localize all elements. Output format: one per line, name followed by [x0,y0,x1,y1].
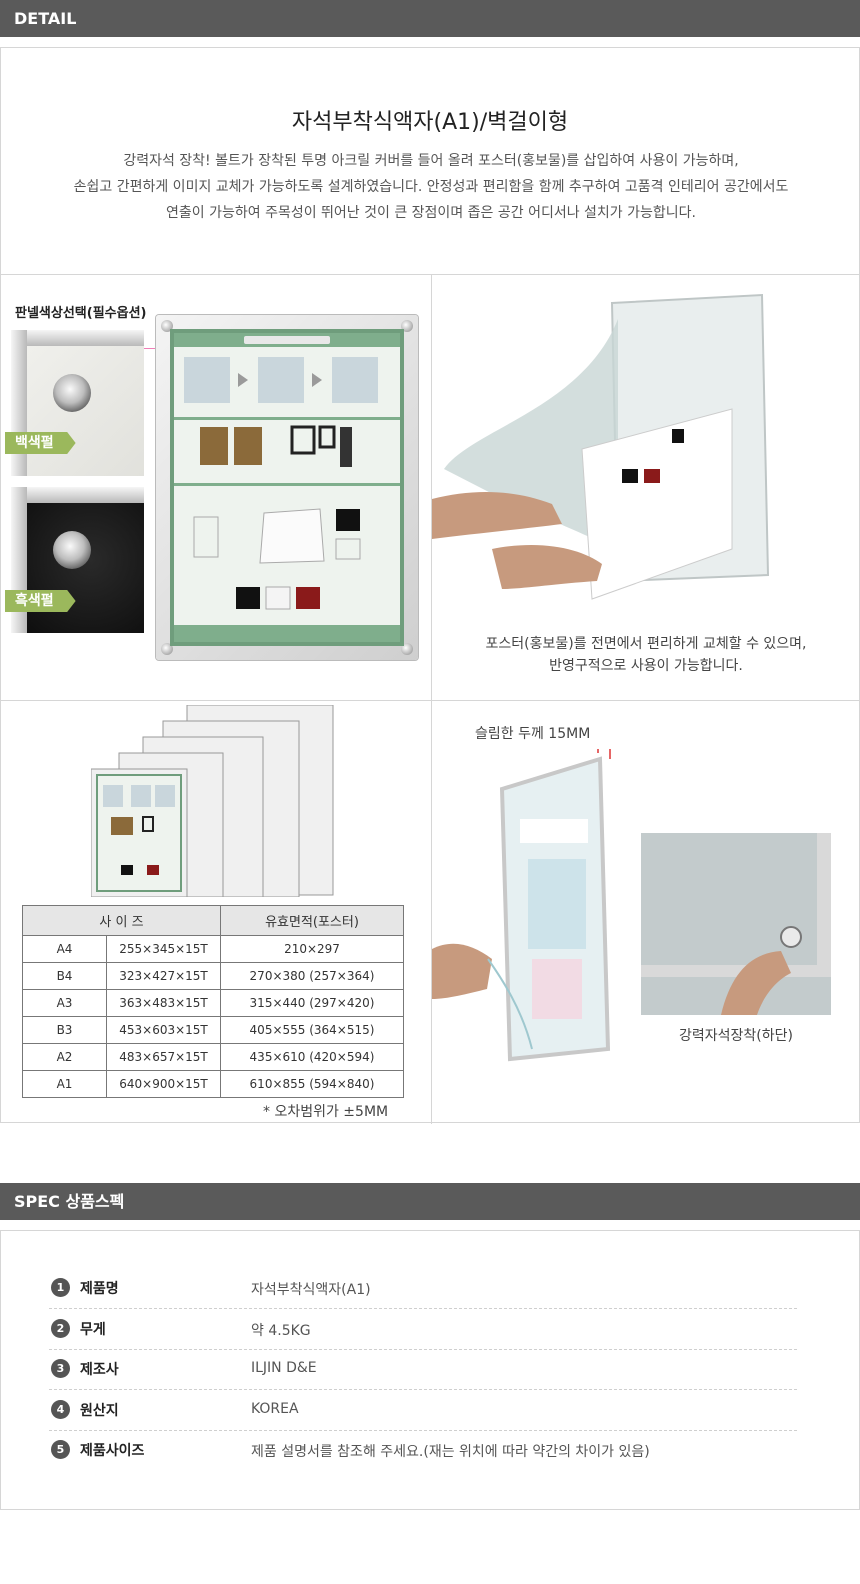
size-area-cell: 610×855 (594×840) [220,1070,404,1098]
size-column-header: 사 이 즈 [22,905,221,936]
description-line: 강력자석 장착! 볼트가 장착된 투명 아크릴 커버를 들어 올려 포스터(홍보… [123,153,739,169]
white-pearl-corner-photo [11,330,144,476]
table-header-row: 사 이 즈 유효면적(포스터) [22,905,404,936]
spec-header-bar: SPEC 상품스펙 [0,1183,860,1220]
spec-row: 4 원산지 KOREA [49,1391,797,1431]
size-area-cell: 210×297 [220,935,404,963]
spec-value: ILJIN D&E [251,1360,317,1376]
spec-label: 무게 [80,1322,106,1338]
white-pearl-tag: 백색펄 [5,432,76,454]
poster-caption: 포스터(홍보물)를 전면에서 편리하게 교체할 수 있으며, 반영구적으로 사용… [432,633,860,677]
tolerance-note: * 오차범위가 ±5MM [263,1104,389,1120]
spec-number-badge: 2 [51,1319,70,1338]
poster-caption-line: 포스터(홍보물)를 전면에서 편리하게 교체할 수 있으며, [485,636,807,652]
detail-grid: 판넬색상선택(필수옵션) 백색펄 흑색펄 [0,274,860,1124]
size-dim-cell: 363×483×15T [106,989,221,1017]
detail-header-bar: DETAIL [0,0,860,37]
spec-row: 1 제품명 자석부착식액자(A1) [49,1269,797,1309]
detail-header-label: DETAIL [14,9,77,28]
size-table: 사 이 즈 유효면적(포스터) A4 255×345×15T 210×297 B… [22,905,404,1098]
poster-caption-line: 반영구적으로 사용이 가능합니다. [549,658,743,674]
slim-thickness-label: 슬림한 두께 15MM [475,726,591,742]
size-name-cell: A1 [22,1070,107,1098]
size-name-cell: B4 [22,962,107,990]
screw-icon [161,643,173,655]
spec-number-badge: 1 [51,1278,70,1297]
table-row: B3 453×603×15T 405×555 (364×515) [22,1016,404,1044]
spec-value: 약 4.5KG [251,1323,311,1339]
spec-row: 5 제품사이즈 제품 설명서를 참조해 주세요.(재는 위치에 따라 약간의 차… [49,1431,797,1471]
spec-label: 제조사 [80,1362,119,1378]
table-row: A4 255×345×15T 210×297 [22,935,404,963]
size-area-cell: 435×610 (420×594) [220,1043,404,1071]
spec-value: KOREA [251,1401,299,1417]
size-dim-cell: 453×603×15T [106,1016,221,1044]
spec-section: 1 제품명 자석부착식액자(A1) 2 무게 약 4.5KG 3 제조사 ILJ… [0,1230,860,1510]
size-area-cell: 315×440 (297×420) [220,989,404,1017]
spec-label: 원산지 [80,1403,119,1419]
intro-section: 자석부착식액자(A1)/벽걸이형 강력자석 장착! 볼트가 장착된 투명 아크릴… [0,47,860,275]
poster-illustration [174,333,400,642]
poster-image [170,329,404,646]
description-line: 연출이 가능하여 주목성이 뛰어난 것이 큰 장점이며 좁은 공간 어디서나 설… [166,205,696,221]
table-row: A2 483×657×15T 435×610 (420×594) [22,1043,404,1071]
spec-row: 3 제조사 ILJIN D&E [49,1350,797,1390]
frame-edge [11,330,144,346]
spec-number-badge: 3 [51,1359,70,1378]
spec-label: 제품명 [80,1281,119,1297]
product-description: 강력자석 장착! 볼트가 장착된 투명 아크릴 커버를 들어 올려 포스터(홍보… [21,148,841,226]
magnet-closeup-photo [641,833,831,1015]
description-line: 손쉽고 간편하게 이미지 교체가 가능하도록 설계하였습니다. 안정성과 편리함… [73,179,789,195]
frame-edge [11,487,144,503]
size-dim-cell: 483×657×15T [106,1043,221,1071]
screw-icon [401,643,413,655]
size-name-cell: A4 [22,935,107,963]
size-name-cell: A3 [22,989,107,1017]
black-pearl-tag: 흑색펄 [5,590,76,612]
area-column-header: 유효면적(포스터) [220,905,404,936]
table-row: A1 640×900×15T 610×855 (594×840) [22,1070,404,1098]
frame-edge [11,330,27,476]
slim-frame-photo [432,749,611,1062]
screw-icon [53,531,91,569]
hands-replacing-poster-photo [432,293,770,600]
stacked-frames-photo [91,705,334,897]
grid-divider-horizontal [1,700,860,701]
size-dim-cell: 255×345×15T [106,935,221,963]
size-name-cell: B3 [22,1016,107,1044]
size-area-cell: 405×555 (364×515) [220,1016,404,1044]
spec-header-label: SPEC 상품스펙 [14,1192,125,1211]
spec-label: 제품사이즈 [80,1443,145,1459]
spec-value: 제품 설명서를 참조해 주세요.(재는 위치에 따라 약간의 차이가 있음) [251,1444,650,1460]
frame-product-photo [156,315,418,660]
size-name-cell: A2 [22,1043,107,1071]
spec-number-badge: 5 [51,1440,70,1459]
spec-value: 자석부착식액자(A1) [251,1282,371,1298]
product-title: 자석부착식액자(A1)/벽걸이형 [291,110,569,135]
size-dim-cell: 323×427×15T [106,962,221,990]
size-dim-cell: 640×900×15T [106,1070,221,1098]
panel-color-label: 판넬색상선택(필수옵션) [15,306,147,321]
table-row: A3 363×483×15T 315×440 (297×420) [22,989,404,1017]
screw-icon [53,374,91,412]
spec-number-badge: 4 [51,1400,70,1419]
grid-divider-vertical [431,275,432,1124]
table-row: B4 323×427×15T 270×380 (257×364) [22,962,404,990]
size-area-cell: 270×380 (257×364) [220,962,404,990]
spec-row: 2 무게 약 4.5KG [49,1310,797,1350]
magnet-caption: 강력자석장착(하단) [679,1028,793,1044]
screw-icon [401,320,413,332]
